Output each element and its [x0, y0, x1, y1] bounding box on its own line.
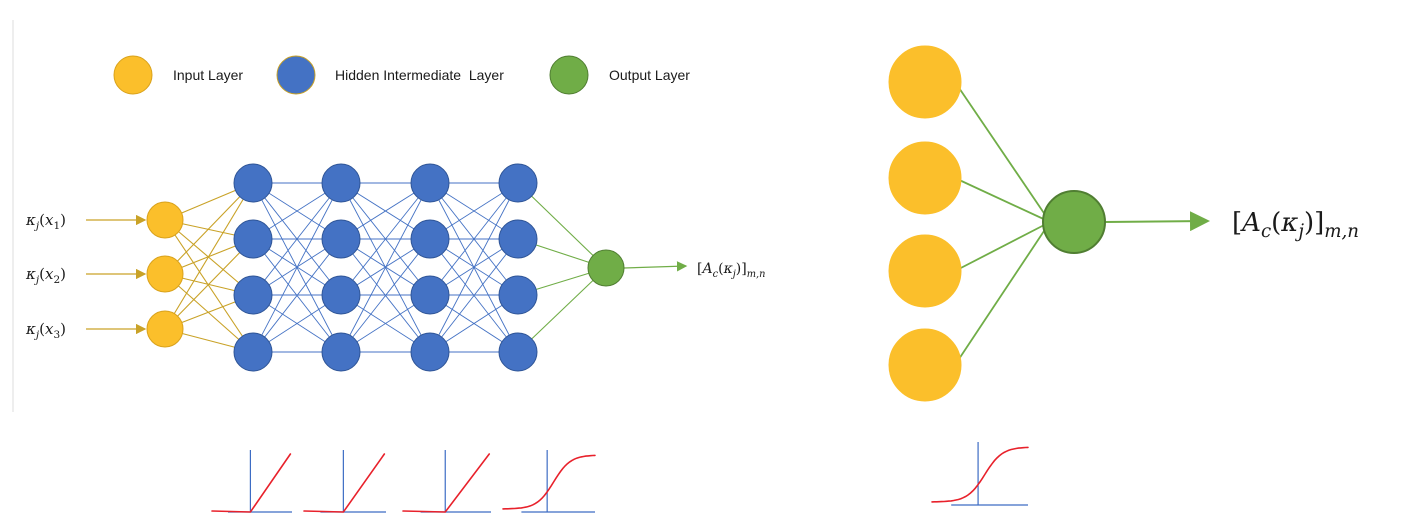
legend: Input Layer Hidden Intermediate Layer Ou…: [113, 55, 690, 95]
input-label-1: κj(x1): [25, 211, 66, 232]
right-network-nodes: [888, 45, 1106, 402]
legend-output-swatch: [549, 55, 589, 95]
edge-hidden-output: [517, 267, 607, 353]
edge-hidden-hidden: [252, 238, 342, 353]
legend-item-output: Output Layer: [549, 55, 690, 95]
output-neuron: [587, 249, 625, 287]
right-input-neuron-4: [888, 328, 962, 402]
activation-plot-left-1-relu: [211, 450, 292, 513]
hidden-neuron-l3-1: [410, 163, 450, 203]
hidden-neuron-l3-3: [410, 275, 450, 315]
legend-input-label: Input Layer: [173, 67, 243, 83]
edge-hidden-hidden: [429, 182, 519, 296]
edge-input-hidden: [164, 182, 254, 330]
right-output-label: [Ac(κj)]m,n: [1232, 208, 1359, 242]
edge-hidden-hidden: [429, 182, 519, 353]
hidden-neuron-l2-4: [321, 332, 361, 372]
hidden-neuron-l3-4: [410, 332, 450, 372]
hidden-neuron-l2-1: [321, 163, 361, 203]
input-label-3: κj(x3): [25, 320, 66, 341]
input-neuron-2: [146, 255, 184, 293]
right-edge-input-output: [954, 221, 1051, 366]
activation-plot-right-1-sigmoid: [931, 442, 1029, 506]
left-output-label: [Ac(κj)]m,n: [697, 261, 765, 280]
edge-hidden-hidden: [340, 182, 431, 296]
legend-input-swatch: [113, 55, 153, 95]
activation-plot-left-1-relu-curve: [211, 453, 292, 513]
input-neuron-1: [146, 201, 184, 239]
legend-hidden-swatch: [276, 55, 316, 95]
right-input-neuron-2: [888, 141, 962, 215]
right-edge-input-output: [954, 177, 1051, 223]
edge-hidden-hidden: [429, 238, 519, 353]
hidden-neuron-l2-2: [321, 219, 361, 259]
edge-hidden-hidden: [340, 238, 431, 353]
input-neuron-3: [146, 310, 184, 348]
output-arrow: [623, 261, 688, 272]
right-output-neuron: [1042, 190, 1106, 254]
edge-input-hidden: [164, 273, 254, 353]
right-input-neuron-3: [888, 234, 962, 308]
legend-hidden-label: Hidden Intermediate Layer: [335, 67, 504, 83]
right-network-edges: [954, 81, 1210, 366]
activation-plot-left-2-relu: [303, 450, 386, 513]
right-input-neuron-1: [888, 45, 962, 119]
right-output-arrow: [1104, 211, 1210, 232]
edge-hidden-hidden: [340, 182, 431, 353]
left-network-nodes: [146, 163, 625, 372]
hidden-neuron-l4-2: [498, 219, 538, 259]
hidden-neuron-l4-3: [498, 275, 538, 315]
legend-output-label: Output Layer: [609, 67, 690, 83]
hidden-neuron-l1-2: [233, 219, 273, 259]
legend-item-hidden: Hidden Intermediate Layer: [276, 55, 504, 95]
legend-item-input: Input Layer: [113, 55, 243, 95]
activation-plot-left-2-relu-curve: [303, 453, 386, 513]
activation-plot-left-3-relu-curve: [402, 453, 491, 513]
activation-plots: [211, 442, 1029, 513]
hidden-neuron-l4-4: [498, 332, 538, 372]
activation-plot-right-1-sigmoid-curve: [931, 446, 1029, 503]
edge-input-hidden: [164, 238, 254, 330]
activation-plot-left-4-sigmoid: [502, 450, 596, 513]
hidden-neuron-l1-3: [233, 275, 273, 315]
left-network: κj(x1) κj(x2) κj(x3) [Ac(κj)]m,n: [25, 163, 765, 372]
activation-plot-left-3-relu: [402, 450, 491, 513]
activation-plot-left-4-sigmoid-curve: [502, 454, 596, 510]
edge-input-hidden: [164, 182, 254, 275]
edge-hidden-hidden: [252, 182, 342, 296]
edge-input-hidden: [164, 219, 254, 353]
hidden-neuron-l2-3: [321, 275, 361, 315]
right-network: [Ac(κj)]m,n: [888, 45, 1359, 402]
right-edge-input-output: [954, 221, 1051, 272]
hidden-neuron-l1-1: [233, 163, 273, 203]
hidden-neuron-l3-2: [410, 219, 450, 259]
hidden-neuron-l1-4: [233, 332, 273, 372]
hidden-neuron-l4-1: [498, 163, 538, 203]
edge-hidden-hidden: [252, 182, 342, 353]
edge-hidden-output: [517, 182, 607, 269]
input-label-2: κj(x2): [25, 265, 66, 286]
right-edge-input-output: [954, 81, 1051, 223]
